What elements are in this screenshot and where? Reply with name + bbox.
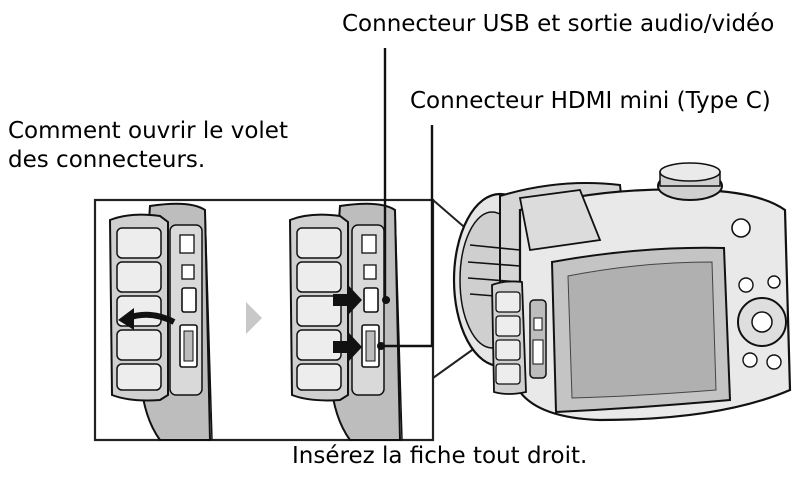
open-cover-caption-line1: Comment ouvrir le volet — [8, 118, 288, 144]
insert-arrow-icon — [333, 286, 362, 314]
step-arrow-icon — [246, 302, 262, 334]
usb-connector-label: Connecteur USB et sortie audio/vidéo — [342, 11, 775, 37]
panel-open-cover — [108, 202, 213, 441]
panel-insert-plugs — [288, 202, 403, 441]
insert-plug-caption: Insérez la fiche tout droit. — [292, 443, 588, 469]
open-cover-caption: Comment ouvrir le volet des connecteurs. — [8, 117, 288, 176]
camera-illustration — [452, 162, 792, 422]
open-cover-caption-line2: des connecteurs. — [8, 147, 206, 174]
insert-arrow-icon — [333, 333, 362, 361]
hdmi-connector-label: Connecteur HDMI mini (Type C) — [410, 88, 771, 114]
hdmi-leader-line — [380, 125, 434, 348]
usb-port — [181, 287, 197, 313]
